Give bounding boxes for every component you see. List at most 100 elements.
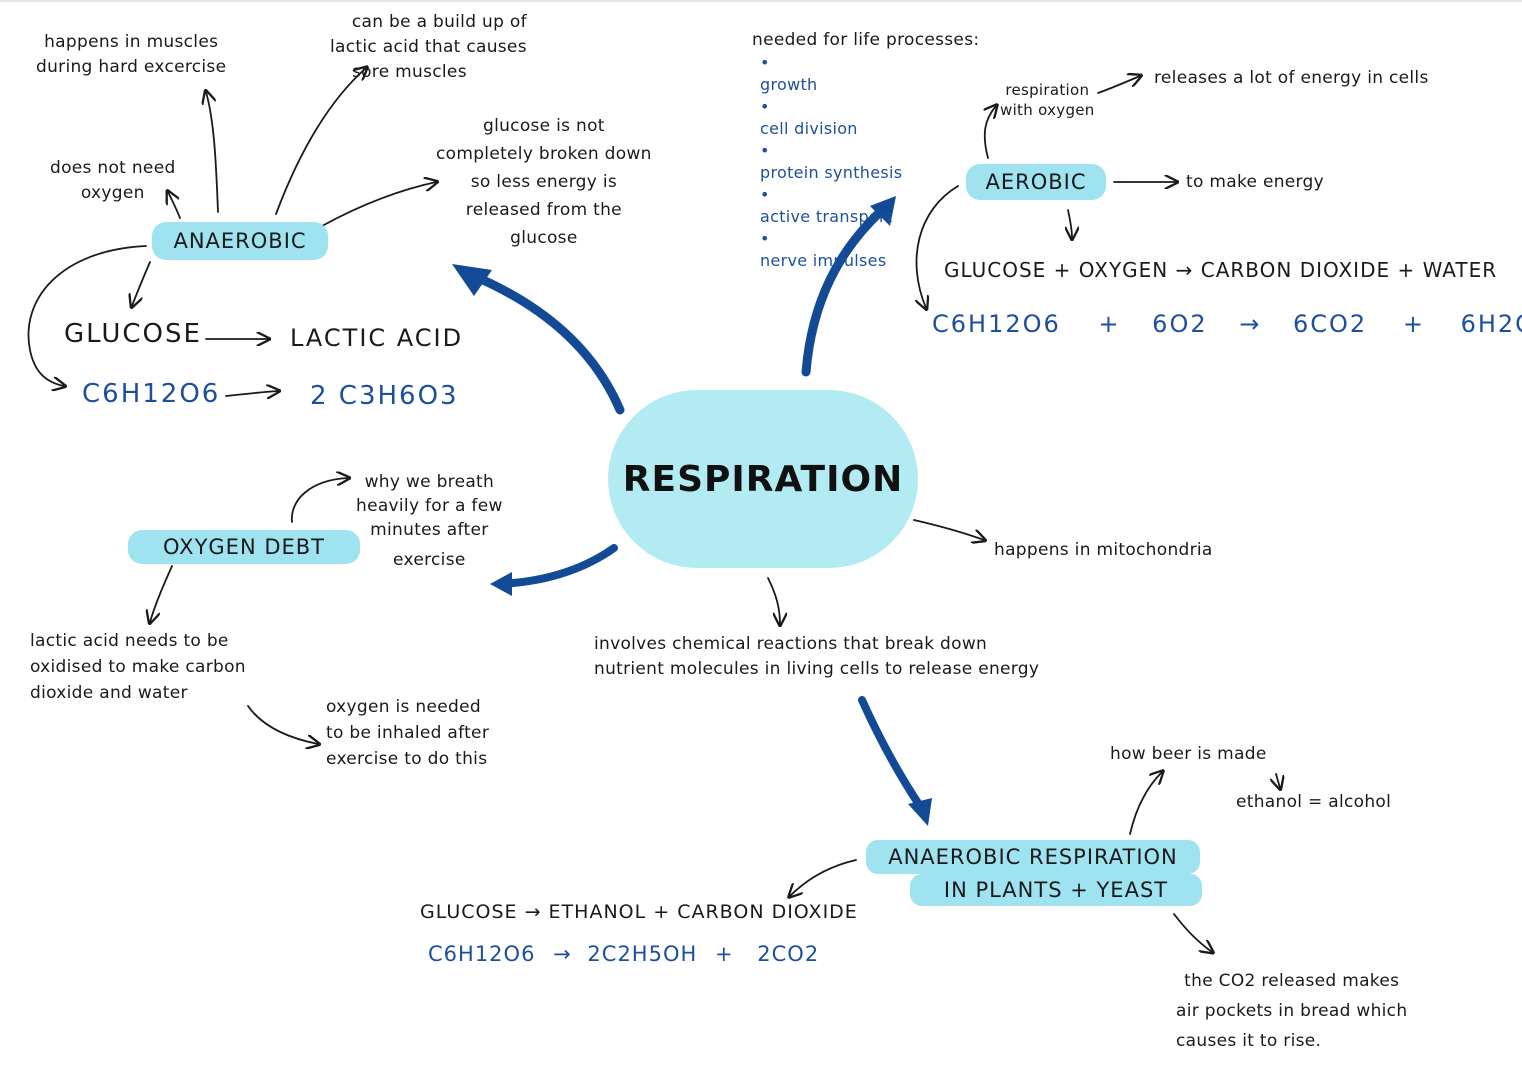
anaerobic-word-glucose: GLUCOSE [64,319,202,349]
lactic-note-line: can be a build up of [351,12,527,32]
anaerobic-label: ANAEROBIC [152,222,328,260]
anaerobic-label-text: ANAEROBIC [173,229,307,253]
aerobic-label-text: AEROBIC [985,170,1087,194]
thick-arrow-plants [858,696,924,810]
center-node-respiration: RESPIRATION [608,390,918,568]
life-process-item: • cell division [760,96,902,140]
aerobic-eq-glucose: C6H12O6 [932,310,1061,338]
ferment-eq-arrow: → [553,942,572,966]
muscles-note-line: during hard excercise [36,57,227,77]
lactic-oxidised-line: dioxide and water [30,683,188,703]
breathe-note-line: why we breath [364,472,495,492]
inhale-note-line: to be inhaled after [326,723,490,743]
beer-note: how beer is made [1110,744,1267,764]
bread-rise-note: the CO2 released makes air pockets in br… [1176,966,1407,1056]
respiration-note-line: with oxygen [1000,101,1095,119]
life-processes-list: • growth • cell division • protein synth… [760,52,902,272]
definition-line: nutrient molecules in living cells to re… [594,659,1040,679]
arrow-to-lactic-note [275,68,366,215]
life-processes-title: needed for life processes: [752,30,980,50]
ferment-eq-plus: + [714,942,734,966]
releases-energy-note: releases a lot of energy in cells [1154,68,1429,88]
top-divider [0,0,1522,2]
no-oxygen-note: does not need oxygen [50,156,176,206]
life-process-cell-division: cell division [760,119,858,138]
thick-arrow-aerobic [801,207,885,377]
anaerobic-symbol-glucose: C6H12O6 [82,379,221,409]
life-process-item: • protein synthesis [760,141,903,182]
inhale-note-line: oxygen is needed [326,697,481,717]
arrow-symbol-eq [225,391,278,396]
arrow-anaerobic-down [132,261,151,306]
arrow-aerobic-down [1068,209,1072,238]
arrow-to-muscles-note [206,92,219,213]
oxygen-debt-label-text: OXYGEN DEBT [163,535,325,559]
arrow-to-definition [767,577,780,624]
plants-label-text: ANAEROBIC RESPIRATION [888,845,1178,869]
arrow-to-beer-note [1129,772,1162,835]
arrow-to-breathe-note [291,478,348,523]
life-process-item: • active transport [760,184,902,228]
glucose-broken-note: glucose is not completely broken down so… [436,112,652,252]
aerobic-eq-co2: 6CO2 [1293,310,1368,338]
arrowhead-anaerobic [452,264,492,296]
arrowhead-oxygen-debt [490,572,512,596]
fermentation-word-equation: GLUCOSE → ETHANOL + CARBON DIOXIDE [420,901,858,923]
glucose-note-line: so less energy is [470,172,618,192]
aerobic-word-equation: GLUCOSE + OXYGEN → CARBON DIOXIDE + WATE… [944,258,1498,282]
breathe-note-line: exercise [393,550,466,570]
arrow-to-oxygen-note [168,192,181,219]
life-process-item: • growth [760,52,902,96]
aerobic-eq-plus: + [1402,310,1425,338]
arrowhead-plants [908,798,932,826]
aerobic-eq-oxygen: 6O2 [1152,310,1208,338]
glucose-note-line: completely broken down [436,144,652,164]
inhale-note-line: exercise to do this [326,749,488,769]
definition-line: involves chemical reactions that break d… [594,634,988,654]
plants-yeast-label-line-2: IN PLANTS + YEAST [910,874,1202,906]
lactic-oxidised-line: oxidised to make carbon [30,657,246,677]
arrow-aerobic-loop [916,185,959,308]
respiration-with-oxygen-note: respiration with oxygen [1000,80,1095,120]
oxygen-debt-label: OXYGEN DEBT [128,530,360,564]
arrow-to-mitochondria [913,519,984,540]
life-process-protein-synthesis: protein synthesis [760,163,903,182]
anaerobic-symbol-lactic: 2 C3H6O3 [310,381,459,411]
center-title: RESPIRATION [622,458,904,500]
plants-yeast-label-line-1: ANAEROBIC RESPIRATION [866,840,1200,874]
arrow-to-inhale-note [247,705,318,744]
plants-label-text: IN PLANTS + YEAST [943,878,1169,902]
arrow-to-respiration-note [985,106,996,159]
thick-arrow-oxygen-debt [496,544,618,588]
oxygen-inhaled-note: oxygen is needed to be inhaled after exe… [326,694,489,772]
muscles-note-line: happens in muscles [44,32,219,52]
aerobic-label: AEROBIC [966,164,1106,200]
no-oxygen-note-line: does not need [50,158,176,178]
anaerobic-word-lactic-acid: LACTIC ACID [290,324,464,352]
thick-arrow-anaerobic [469,271,625,415]
arrow-to-energy-note [1097,76,1140,94]
bread-note-line: causes it to rise. [1176,1031,1322,1051]
bread-note-line: the CO2 released makes [1184,971,1400,991]
aerobic-eq-arrow: → [1239,310,1262,338]
make-energy-note: to make energy [1186,172,1324,192]
arrow-to-glucose-note [321,182,436,227]
ferment-eq-ethanol: 2C2H5OH [587,942,698,966]
arrow-to-bread-note [1173,913,1212,952]
ferment-eq-co2: 2CO2 [757,942,820,966]
bread-note-line: air pockets in bread which [1176,1001,1408,1021]
lactic-buildup-note: can be a build up of lactic acid that ca… [330,10,527,85]
no-oxygen-note-line: oxygen [80,183,145,203]
ethanol-note: ethanol = alcohol [1236,792,1392,812]
life-process-growth: growth [760,75,818,94]
respiration-definition: involves chemical reactions that break d… [594,632,1039,682]
arrow-anaerobic-loop [27,245,147,386]
breathe-note-line: minutes after [370,520,489,540]
arrow-beer-to-ethanol [1276,773,1280,788]
glucose-note-line: glucose [510,228,578,248]
lactic-note-line: sore muscles [351,62,467,82]
